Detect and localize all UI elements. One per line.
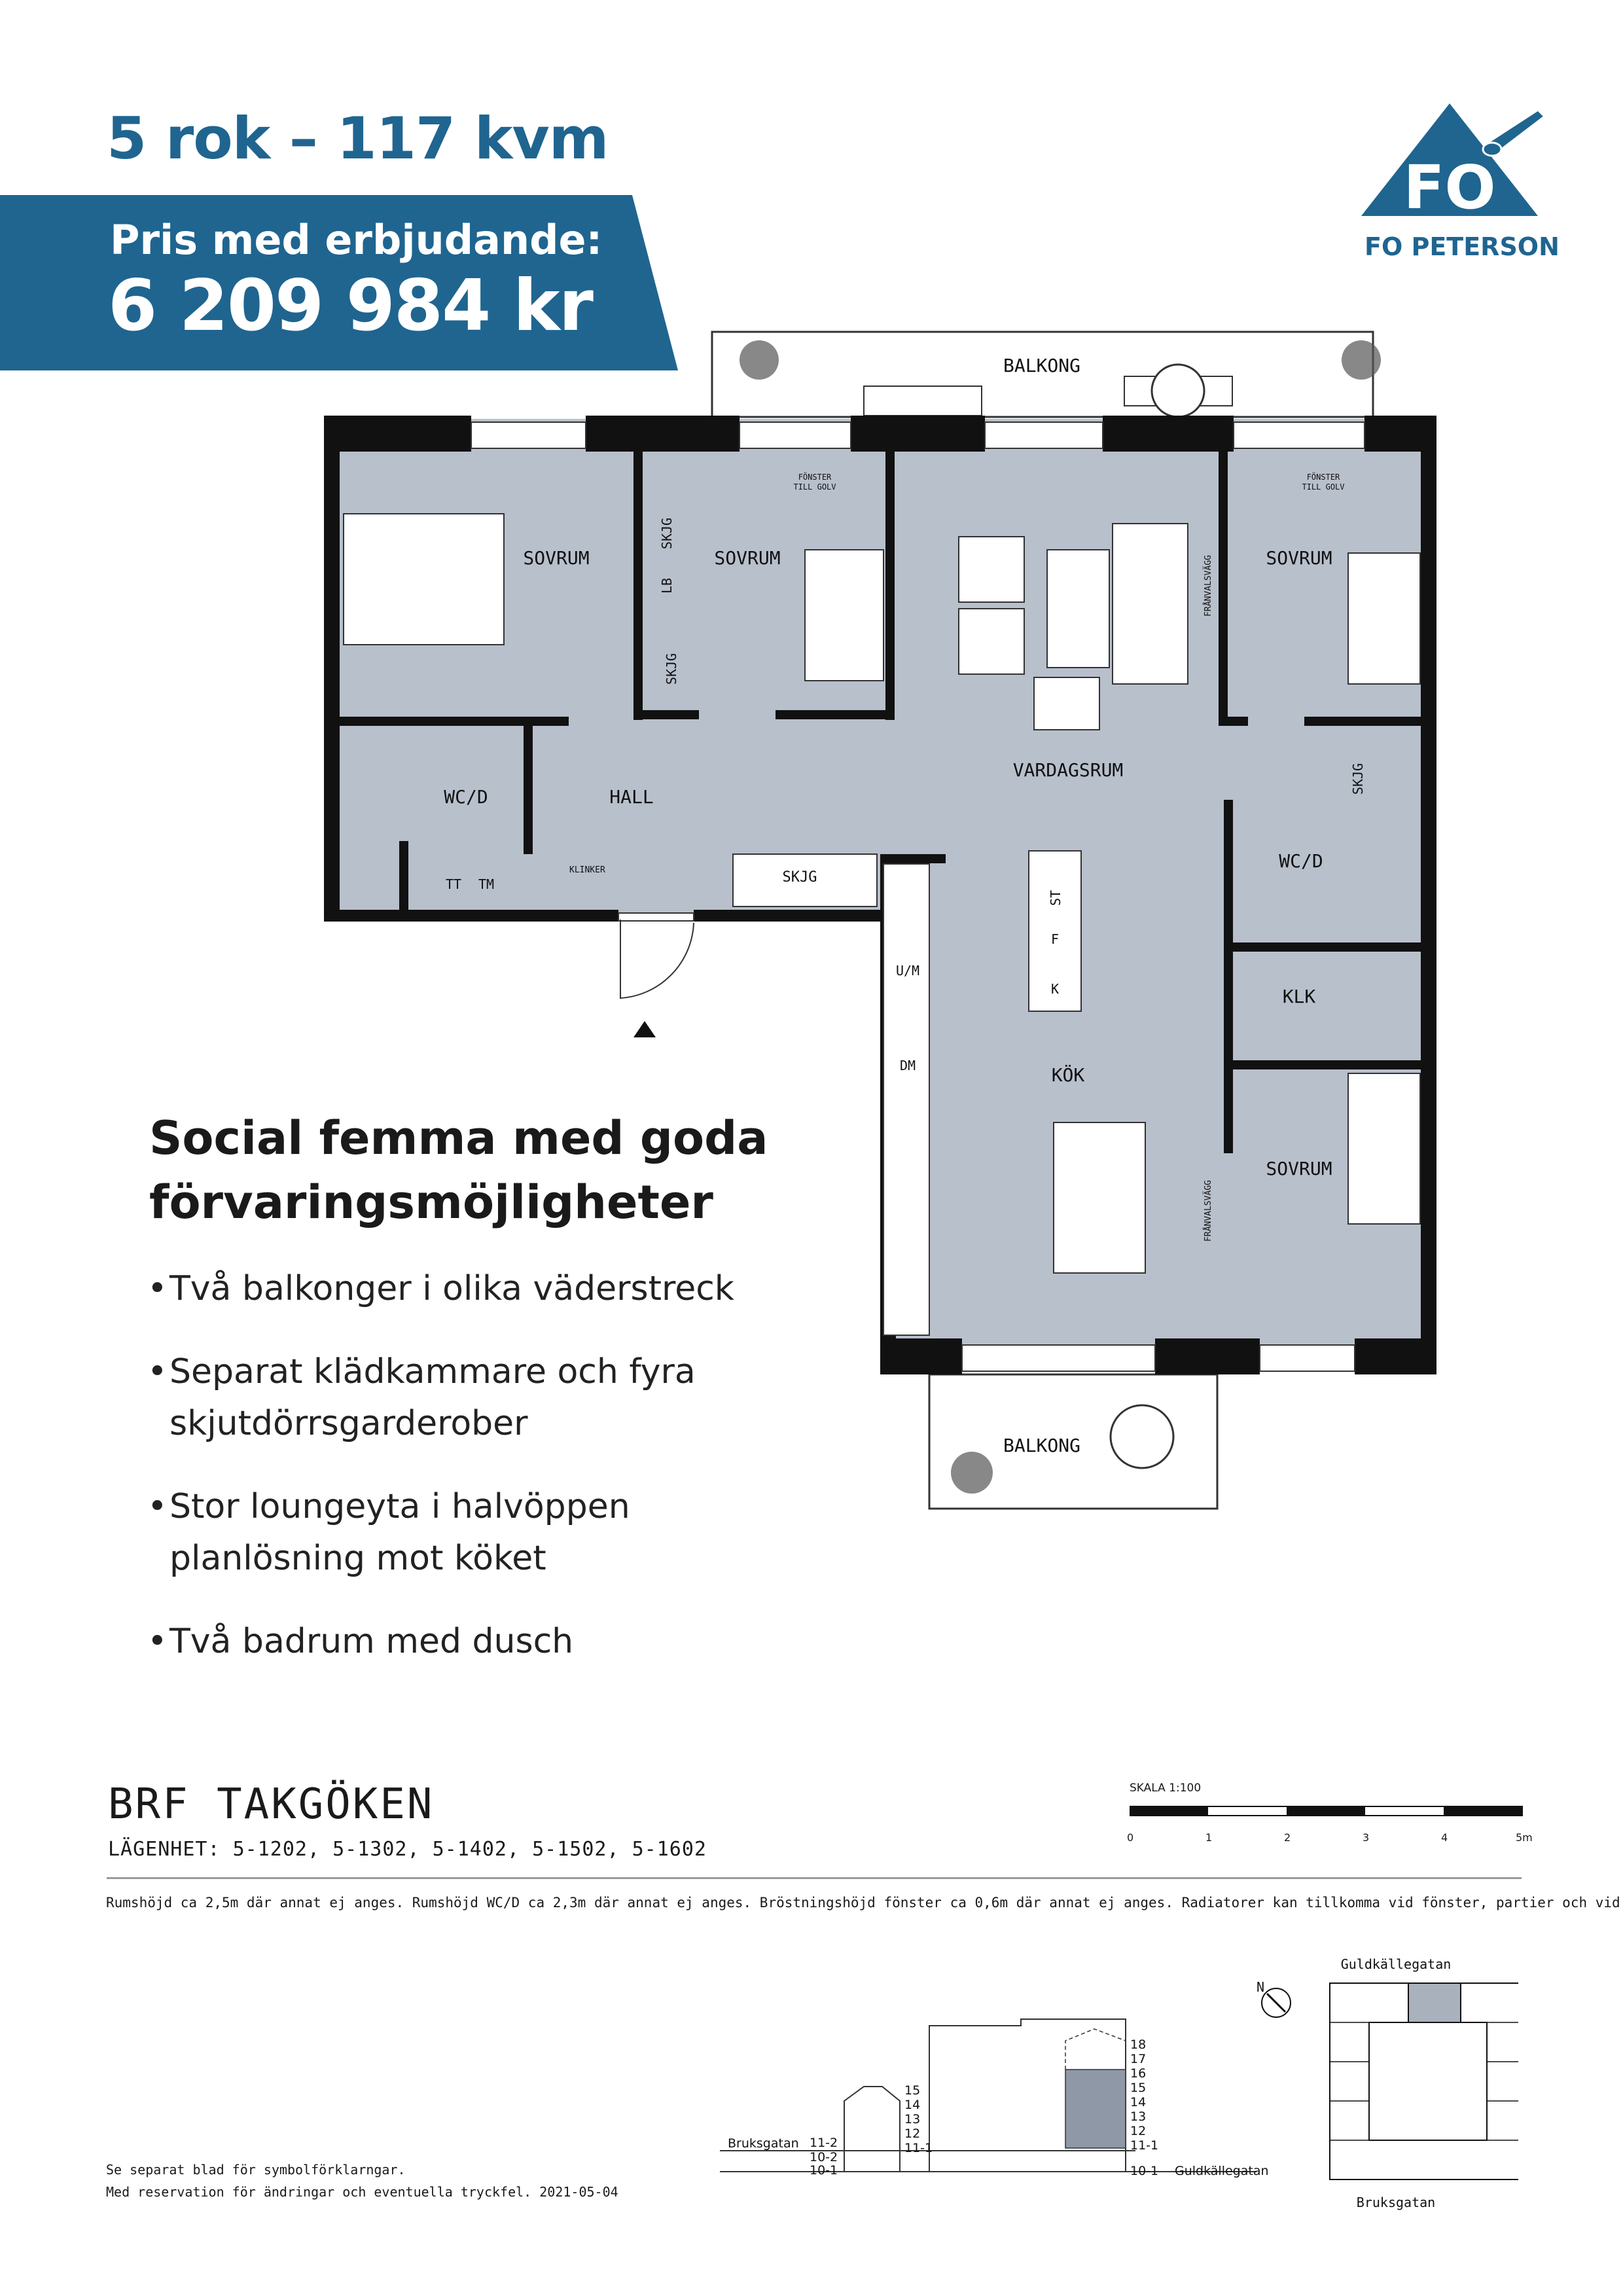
floor-plan: BALKONG BALKONG [324, 331, 1436, 1510]
site-bottom-street: Bruksgatan [1357, 2195, 1435, 2210]
section-level: 16 [1130, 2066, 1146, 2081]
section-level: 11-1 [1130, 2138, 1158, 2153]
room-label-living: VARDAGSRUM [1013, 759, 1124, 781]
removable-wall-1: FRÅNVALSVÄGG [1203, 555, 1213, 617]
section-level: 10-1 [1130, 2164, 1158, 2178]
wardrobe-label-3: SKJG [1350, 763, 1366, 795]
window-note-2b: TILL GOLV [1302, 482, 1344, 492]
label-st: ST [1048, 890, 1063, 906]
feature-list: Två balkonger i olika väderstreck Separa… [147, 1263, 802, 1699]
label-klinker: KLINKER [569, 865, 605, 875]
subheading-line-1: Social femma med goda [149, 1111, 768, 1165]
scale-tick: 1 [1205, 1831, 1213, 1844]
section-level: 11-1 [904, 2141, 933, 2155]
scale-label: SKALA 1:100 [1130, 1782, 1202, 1795]
section-level: 14 [904, 2098, 920, 2112]
section-level: 15 [904, 2083, 920, 2098]
feature-item: Två badrum med dusch [147, 1616, 802, 1668]
scale-tick: 5m [1516, 1831, 1533, 1844]
section-level: 10-2 [810, 2150, 838, 2164]
section-level: 12 [1130, 2124, 1146, 2138]
label-um: U/M [896, 963, 919, 978]
room-label-bedroom-3: SOVRUM [1266, 547, 1332, 569]
subheading: Social femma med goda förvaringsmöjlighe… [149, 1106, 768, 1234]
room-label-hall: HALL [609, 786, 653, 808]
footnote: Se separat blad för symbolförklarngar. M… [106, 2159, 618, 2203]
north-label: N [1257, 1979, 1264, 1995]
footnote-line-1: Se separat blad för symbolförklarngar. [106, 2162, 406, 2178]
logo-name: FO PETERSON [1364, 232, 1560, 261]
feature-item: Två balkonger i olika väderstreck [147, 1263, 802, 1315]
room-label-walk-in: KLK [1283, 986, 1316, 1007]
room-label-wardrobe-4: SKJG [783, 869, 817, 886]
label-tt: TT [446, 876, 461, 892]
scale-bar [1130, 1806, 1523, 1816]
room-label-bedroom-2: SOVRUM [714, 547, 780, 569]
section-level: 11-2 [810, 2136, 838, 2150]
balcony-bottom-label: BALKONG [1003, 1435, 1080, 1456]
window-note-1b: TILL GOLV [793, 482, 836, 492]
section-left-street: Bruksgatan [728, 2136, 799, 2151]
section-level: 14 [1130, 2095, 1146, 2109]
site-top-street: Guldkällegatan [1341, 1956, 1452, 1972]
section-level: 10-1 [810, 2163, 838, 2178]
logo-letters: FO [1403, 152, 1495, 223]
subheading-line-2: förvaringsmöjligheter [149, 1175, 713, 1229]
room-label-bedroom-4: SOVRUM [1266, 1158, 1332, 1179]
room-label-wc-1: WC/D [444, 786, 488, 808]
footer-rule [107, 1877, 1522, 1879]
section-level: 12 [904, 2126, 920, 2141]
building-section: Bruksgatan Guldkällegatan 15 14 13 12 11… [720, 2018, 1269, 2178]
scale-tick: 0 [1127, 1831, 1134, 1844]
section-right-street: Guldkällegatan [1175, 2164, 1269, 2178]
headline: 5 rok – 117 kvm [107, 105, 609, 172]
linen-label: LB [659, 578, 675, 594]
section-level: 15 [1130, 2081, 1146, 2095]
site-plan: Guldkällegatan Bruksgatan N [1257, 1956, 1518, 2210]
house-trowel-logo-icon: FO [1361, 103, 1546, 223]
feature-item: Stor loungeyta i halvöppen planlösning m… [147, 1481, 802, 1585]
section-level: 18 [1130, 2037, 1146, 2052]
section-level: 13 [904, 2112, 920, 2126]
scale-tick: 4 [1441, 1831, 1448, 1844]
wardrobe-label-2: SKJG [664, 653, 679, 685]
scale-tick: 3 [1363, 1831, 1370, 1844]
unit-numbers: LÄGENHET: 5-1202, 5-1302, 5-1402, 5-1502… [108, 1838, 707, 1861]
label-k: K [1051, 981, 1059, 997]
room-height-note: Rumshöjd ca 2,5m där annat ej anges. Rum… [106, 1895, 1623, 1910]
window-note-1: FÖNSTER [798, 471, 832, 482]
feature-item: Separat klädkammare och fyra skjutdörrsg… [147, 1346, 802, 1450]
entrance-arrow-icon [633, 1021, 656, 1037]
room-label-bedroom-1: SOVRUM [523, 547, 589, 569]
scale-tick: 2 [1284, 1831, 1291, 1844]
price-label: Pris med erbjudande: [110, 216, 603, 264]
wardrobe-label-1: SKJG [659, 518, 675, 549]
section-level: 17 [1130, 2052, 1146, 2066]
room-label-kitchen: KÖK [1052, 1064, 1085, 1086]
removable-wall-2: FRÅNVALSVÄGG [1203, 1180, 1213, 1242]
section-level: 13 [1130, 2109, 1146, 2124]
price-value: 6 209 984 kr [108, 265, 594, 347]
balcony-top-label: BALKONG [1003, 355, 1080, 376]
price-banner [0, 195, 678, 370]
window-note-2: FÖNSTER [1307, 471, 1340, 482]
footnote-line-2: Med reservation för ändringar och eventu… [106, 2184, 618, 2200]
label-tm: TM [478, 876, 494, 892]
room-label-wc-2: WC/D [1279, 850, 1323, 872]
label-dm: DM [900, 1058, 916, 1073]
project-name: BRF TAKGÖKEN [108, 1780, 435, 1829]
label-f: F [1051, 931, 1059, 947]
